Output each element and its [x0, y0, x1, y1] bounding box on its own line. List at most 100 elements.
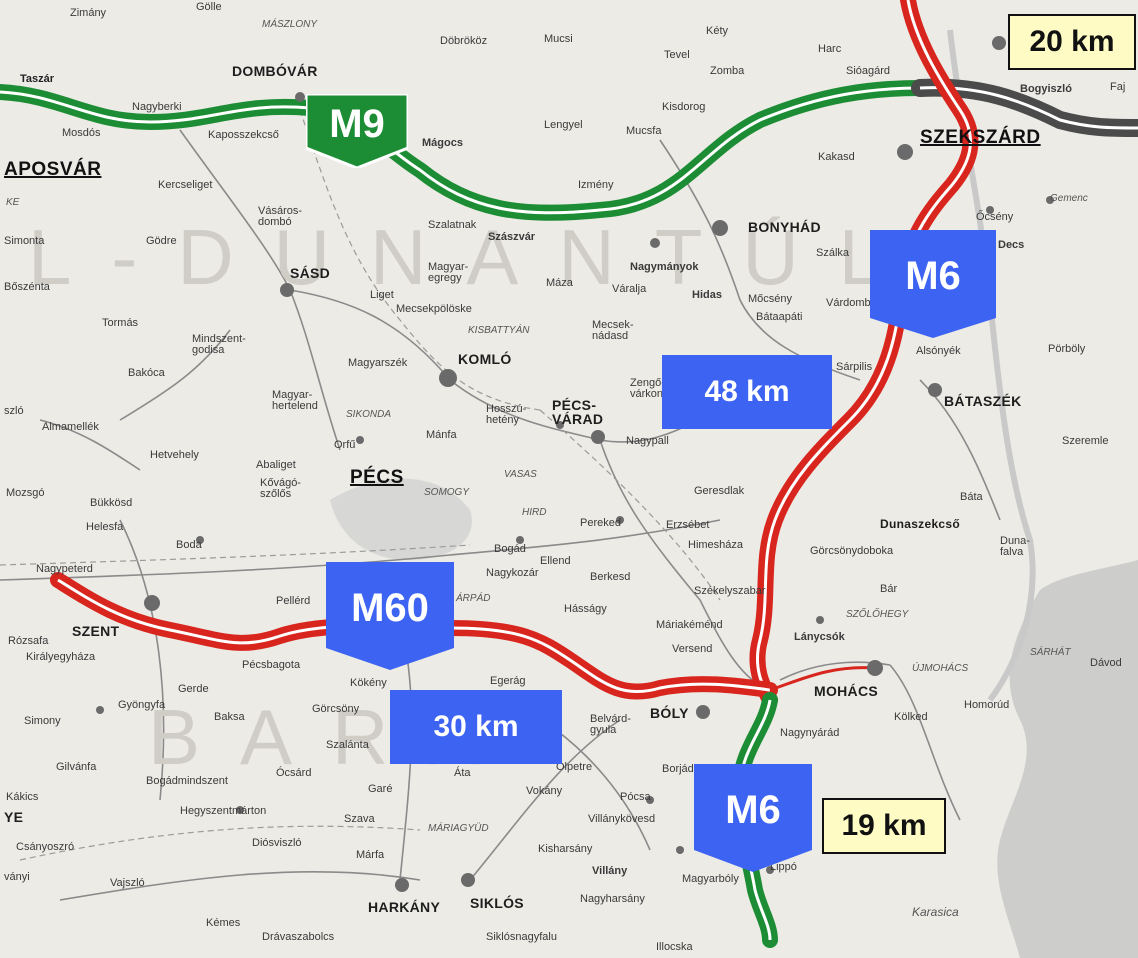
place-mindszentgodisa: Mindszent-godisa	[192, 333, 246, 356]
place-mecsekpoloske: Mecsekpölöske	[396, 303, 472, 315]
place-szalanta: Szalánta	[326, 739, 369, 751]
shield-green-icon	[306, 94, 408, 168]
place-dobrokoz: Döbrököz	[440, 35, 488, 47]
place-hosszuheteny: Hosszú-hetény	[486, 403, 527, 426]
place-pecsvarad: PÉCS-VÁRAD	[552, 397, 604, 427]
place-nagyberki: Nagyberki	[132, 101, 182, 113]
place-villany: Villány	[592, 865, 628, 877]
place-somogy: SOMOGY	[424, 487, 470, 498]
place-szeremle: Szeremle	[1062, 435, 1109, 447]
place-ocsard: Ócsárd	[276, 767, 312, 779]
place-sarpilis: Sárpilis	[836, 361, 873, 373]
place-mariagyud: MÁRIAGYÜD	[428, 823, 489, 834]
m60-shield: M60	[326, 562, 454, 670]
place-tevel: Tevel	[664, 49, 690, 61]
pecs-urban-area	[330, 478, 472, 560]
m6-top-shield-label: M6	[905, 254, 961, 298]
place-lengyel: Lengyel	[544, 119, 583, 131]
place-bakoca: Bakóca	[128, 367, 165, 379]
place-golle: Gölle	[196, 1, 222, 13]
place-gemenc: Gemenc	[1050, 193, 1088, 204]
place-nagypeterd: Nagypeterd	[36, 563, 93, 575]
place-borjad: Borjád	[662, 763, 694, 775]
place-magyarszek: Magyarszék	[348, 357, 408, 369]
place-nagykozar: Nagykozár	[486, 567, 539, 579]
place-bogad: Bogád	[494, 543, 526, 555]
place-manfa: Mánfa	[426, 429, 457, 441]
place-mozsgo: Mozsgó	[6, 487, 45, 499]
place-sioagard: Sióagárd	[846, 65, 891, 77]
m9-shield: M9	[306, 94, 408, 168]
place-gorcsony: Görcsöny	[312, 703, 360, 715]
place-gorcsonydoboka: Görcsönydoboka	[810, 545, 894, 557]
place-faj: Faj	[1110, 81, 1126, 93]
place-bukkosd: Bükkösd	[90, 497, 133, 509]
river-floodplain	[997, 560, 1138, 958]
place-varalja: Váralja	[612, 283, 647, 295]
place-villanykovesd: Villánykövesd	[588, 813, 656, 825]
place-decs: Decs	[998, 239, 1025, 251]
place-vardomb: Várdomb	[826, 297, 871, 309]
place-szlo: szló	[4, 405, 24, 417]
place-sikonda: SIKONDA	[346, 409, 392, 420]
place-lanycsok: Lánycsók	[794, 631, 845, 643]
place-davod: Dávod	[1090, 657, 1122, 669]
place-magyarhertelend: Magyar-hertelend	[272, 389, 318, 412]
place-kaposvar: APOSVÁR	[4, 159, 102, 180]
place-ocseny: Őcsény	[976, 211, 1014, 223]
place-dombovar: DOMBÓVÁR	[232, 63, 318, 79]
place-kisbattyan: KISBATTYÁN	[468, 325, 530, 336]
place-mecseknadasd: Mecsek-nádasd	[592, 319, 634, 342]
place-bogyiszlo: Bogyiszló	[1020, 83, 1072, 95]
place-illocska: Illocska	[656, 941, 693, 953]
place-pecs: PÉCS	[350, 467, 404, 488]
place-ujmohacs: ÚJMOHÁCS	[912, 663, 969, 674]
place-diosviszlo: Diósviszló	[252, 837, 302, 849]
place-bataapati: Bátaapáti	[756, 311, 803, 323]
place-bar: Bár	[880, 583, 898, 595]
place-erzsebet: Erzsébet	[666, 519, 710, 531]
place-zomba: Zomba	[710, 65, 745, 77]
place-bata: Báta	[960, 491, 983, 503]
place-gyongyfa: Gyöngyfa	[118, 699, 166, 711]
place-kokeny: Kökény	[350, 677, 387, 689]
place-szekelyszabar: Székelyszabar	[694, 585, 766, 597]
place-maszlony: MÁSZLONY	[262, 19, 318, 30]
place-vasarosdombo: Vásáros-dombó	[258, 205, 303, 228]
railways	[0, 109, 721, 861]
place-gare: Garé	[368, 783, 393, 795]
place-egerag: Egerág	[490, 675, 526, 687]
place-sasd: SÁSD	[290, 265, 331, 281]
place-szalatnak: Szalatnak	[428, 219, 477, 231]
m9-motorway	[0, 80, 928, 221]
distance-label-48km: 48 km	[662, 355, 832, 429]
place-pereked: Pereked	[580, 517, 621, 529]
shield-blue-icon	[694, 764, 812, 872]
place-bogadmindszent: Bogádmindszent	[146, 775, 228, 787]
place-berkesd: Berkesd	[590, 571, 631, 583]
place-hetvehely: Hetvehely	[150, 449, 199, 461]
m60-shield-label: M60	[351, 586, 429, 630]
place-lippo: Lippó	[770, 861, 797, 873]
place-geresdlak: Geresdlak	[694, 485, 745, 497]
distance-label-30km: 30 km	[390, 690, 562, 764]
m6-top-shield: M6	[870, 230, 996, 338]
place-nagyharsany: Nagyharsány	[580, 893, 645, 905]
gray-motorway	[911, 78, 1138, 137]
place-simony: Simony	[24, 715, 61, 727]
place-hassagy: Hásságy	[564, 603, 607, 615]
region-label-dunantul: L-DUNANTÚL	[28, 213, 923, 301]
place-rozsafa: Rózsafa	[8, 635, 49, 647]
place-dravaszabolcs: Drávaszabolcs	[262, 931, 335, 943]
place-sarhat: SÁRHÁT	[1030, 647, 1071, 658]
place-magyaregregy: Magyar-egregy	[428, 261, 469, 284]
place-mosdos: Mosdós	[62, 127, 101, 139]
place-baksa: Baksa	[214, 711, 245, 723]
place-karasica: Karasica	[912, 905, 959, 919]
place-szava: Szava	[344, 813, 375, 825]
place-boly: BÓLY	[650, 705, 689, 721]
place-boda: Boda	[176, 539, 202, 551]
place-taszar: Taszár	[20, 73, 55, 85]
place-tormas: Tormás	[102, 317, 139, 329]
